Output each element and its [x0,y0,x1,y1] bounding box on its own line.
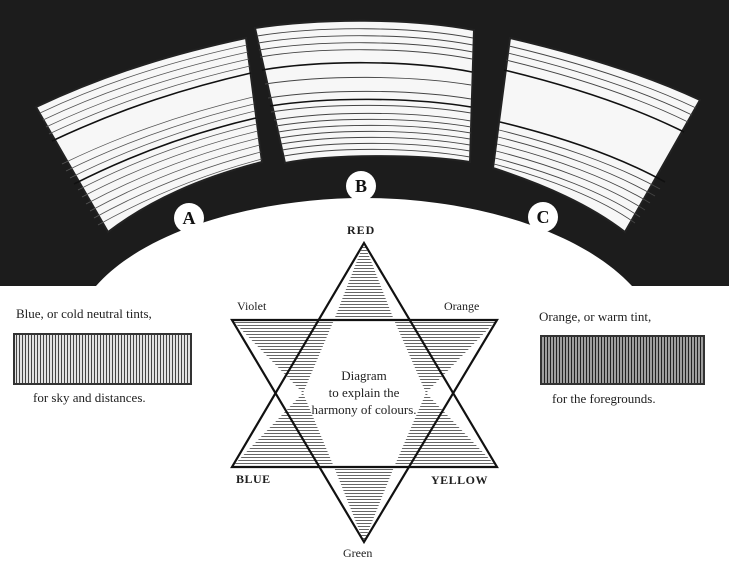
star-label-red: RED [347,223,375,238]
warm-tint-swatch [541,336,704,384]
star-label-violet: Violet [237,299,266,314]
cold-tint-caption-bottom: for sky and distances. [33,390,146,406]
center-line-1: Diagram [294,367,434,384]
panel-label-a: A [174,203,204,233]
star-tip-red [334,243,394,320]
panel-label-c: C [528,202,558,232]
cold-tint-caption-top: Blue, or cold neutral tints, [16,306,152,322]
star-label-yellow: YELLOW [431,473,488,488]
center-line-2: to explain the [294,384,434,401]
panel-b [255,21,474,163]
cold-tint-swatch [14,334,191,384]
star-tip-green [334,467,394,542]
warm-tint-caption-top: Orange, or warm tint, [539,309,651,325]
star-label-orange: Orange [444,299,479,314]
star-label-green: Green [343,546,372,561]
panel-label-b: B [346,171,376,201]
star-center-caption: Diagram to explain the harmony of colour… [294,367,434,418]
center-line-3: harmony of colours. [294,401,434,418]
star-label-blue: BLUE [236,472,271,487]
warm-tint-caption-bottom: for the foregrounds. [552,391,656,407]
